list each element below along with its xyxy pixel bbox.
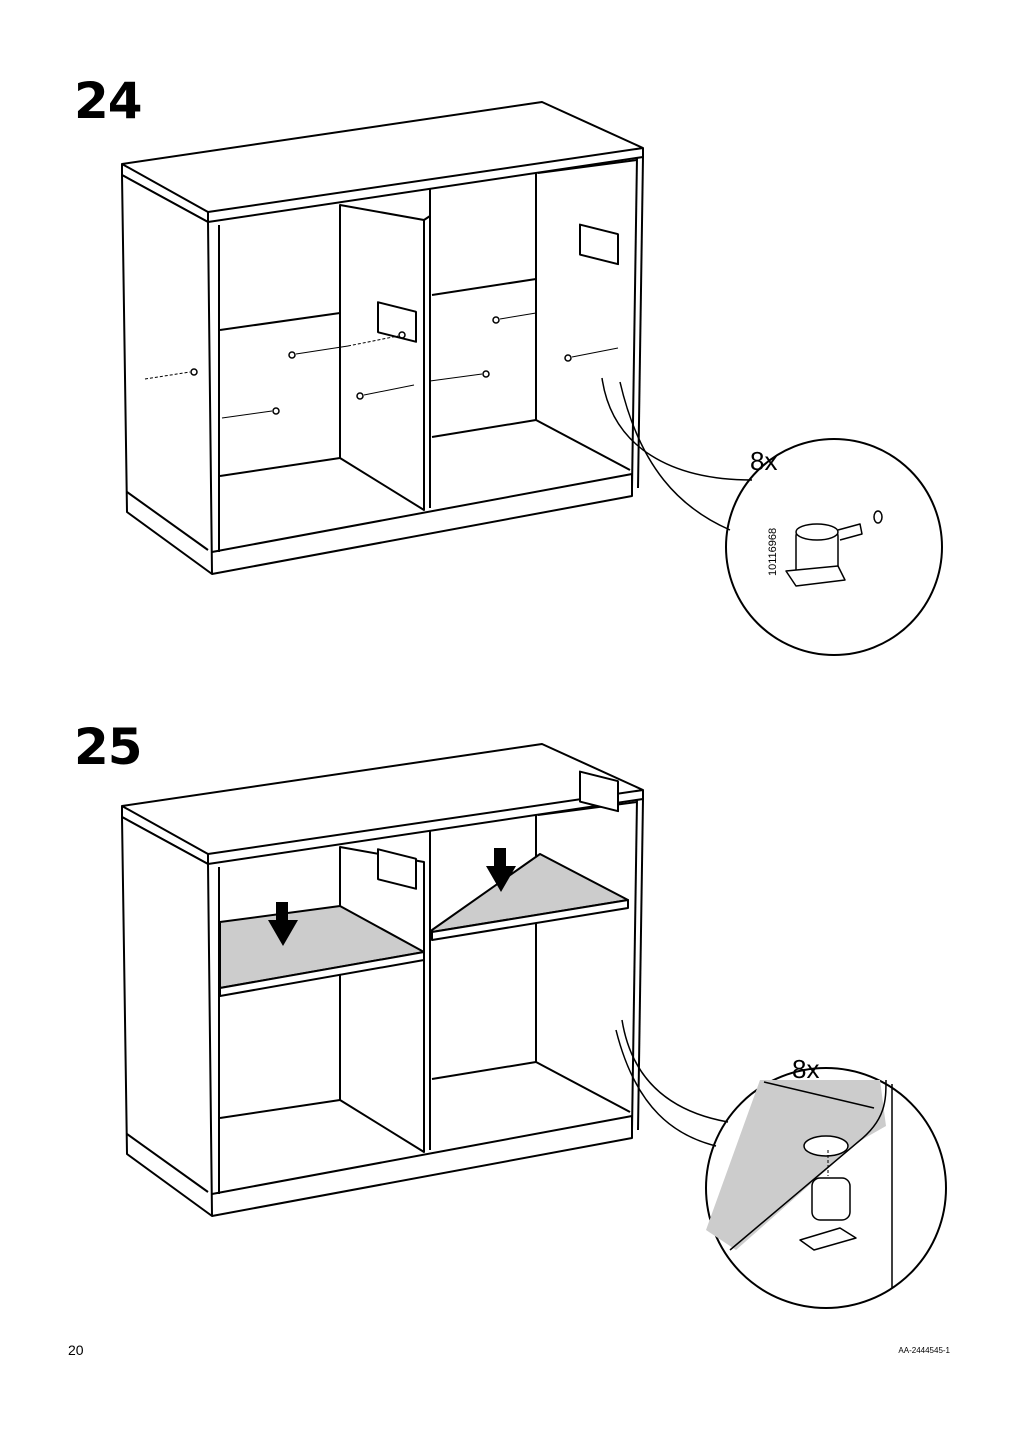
shelf-support-icon <box>799 1177 857 1251</box>
down-arrow-icon <box>486 848 516 892</box>
quantity-label: 8x <box>750 446 777 476</box>
step-number: 24 <box>74 72 143 130</box>
step-24-illustration: 8x 10116968 <box>121 101 943 656</box>
document-code: AA-2444545-1 <box>898 1346 950 1355</box>
part-number: 10116968 <box>767 528 779 576</box>
shelf-pin-icon <box>190 316 572 415</box>
shelf-support-icon <box>785 510 883 587</box>
middle-divider <box>339 204 425 511</box>
shelf-right <box>431 853 629 933</box>
down-arrow-icon <box>268 902 298 946</box>
quantity-label: 8x <box>792 1054 819 1084</box>
page-number: 20 <box>68 1342 84 1358</box>
cabinet-left-side <box>121 174 213 575</box>
shelf-left <box>219 905 425 989</box>
step-number: 25 <box>74 718 143 776</box>
